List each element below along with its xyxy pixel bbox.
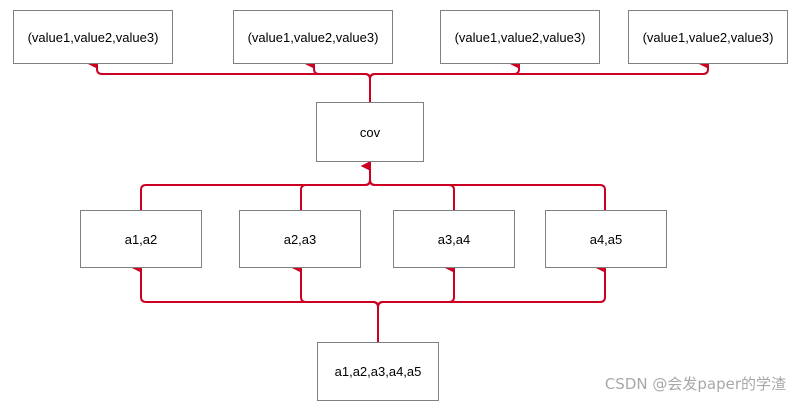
input-box: a1,a2,a3,a4,a5 — [317, 342, 439, 401]
edge-pair-4-to-cov — [361, 161, 606, 210]
edge-pair-1-to-cov — [140, 161, 371, 210]
pair-box-3: a3,a4 — [393, 210, 515, 268]
edge-cov-to-output-3 — [369, 59, 520, 102]
pair-box-2-label: a2,a3 — [283, 231, 317, 247]
cov-box-label: cov — [359, 124, 381, 140]
output-box-1: (value1,value2,value3) — [13, 10, 173, 64]
output-box-3: (value1,value2,value3) — [440, 10, 600, 64]
edge-pair-3-to-cov — [361, 161, 455, 210]
pair-box-2: a2,a3 — [239, 210, 361, 268]
output-box-2-label: (value1,value2,value3) — [247, 29, 379, 45]
pair-box-1-label: a1,a2 — [124, 231, 158, 247]
pair-box-4: a4,a5 — [545, 210, 667, 268]
edge-cov-to-output-2 — [305, 59, 371, 102]
edge-input-to-pair-4 — [377, 263, 606, 342]
pair-box-3-label: a3,a4 — [437, 231, 471, 247]
output-box-4-label: (value1,value2,value3) — [642, 29, 774, 45]
output-box-1-label: (value1,value2,value3) — [27, 29, 159, 45]
pair-box-4-label: a4,a5 — [589, 231, 623, 247]
edge-input-to-pair-1 — [132, 263, 379, 342]
output-box-2: (value1,value2,value3) — [233, 10, 393, 64]
output-box-4: (value1,value2,value3) — [628, 10, 788, 64]
watermark: CSDN @会发paper的学渣 — [604, 375, 786, 393]
edge-input-to-pair-3 — [377, 263, 455, 342]
edge-cov-to-output-1 — [88, 59, 371, 102]
output-box-3-label: (value1,value2,value3) — [454, 29, 586, 45]
cov-box: cov — [316, 102, 424, 162]
pair-box-1: a1,a2 — [80, 210, 202, 268]
edge-cov-to-output-4 — [369, 59, 709, 102]
input-box-label: a1,a2,a3,a4,a5 — [334, 364, 422, 379]
edge-input-to-pair-2 — [292, 263, 379, 342]
edge-pair-2-to-cov — [300, 161, 371, 210]
